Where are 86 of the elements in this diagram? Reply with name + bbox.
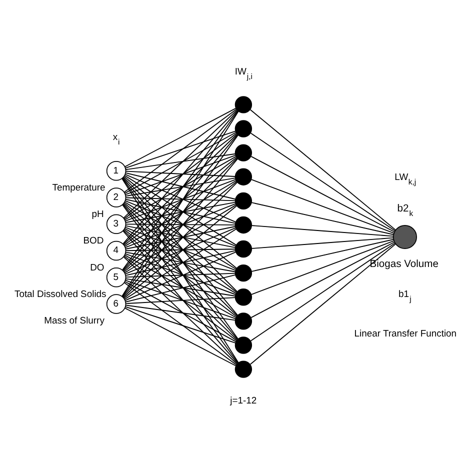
connector [125, 172, 236, 200]
connector [124, 252, 236, 301]
label: LW$_{k,j}$ [394, 172, 416, 187]
node-label: Biogas Volume [370, 259, 438, 270]
connector [250, 156, 395, 232]
node-circle [234, 96, 252, 114]
connector [123, 230, 238, 340]
connector [124, 157, 237, 246]
connector [124, 132, 236, 194]
node-circle: 3 [106, 214, 126, 234]
node-label: DO [90, 262, 104, 274]
connector [250, 242, 396, 342]
connector [252, 237, 394, 249]
node-circle: 4 [106, 240, 126, 261]
connector [123, 158, 238, 272]
connector [124, 308, 236, 366]
connector [251, 238, 394, 272]
label: Linear Transfer Function [354, 328, 457, 340]
connector [122, 134, 238, 271]
connector [124, 253, 236, 295]
node-circle [234, 264, 252, 282]
connector [124, 156, 236, 220]
connector [125, 170, 236, 177]
node-label: Temperature [52, 182, 106, 194]
connector [125, 304, 236, 321]
node-circle: 2 [106, 188, 126, 208]
node-circle [234, 216, 252, 234]
connector [124, 229, 237, 317]
connector [124, 108, 237, 193]
node-label: pH [92, 209, 104, 220]
connector [124, 281, 236, 342]
connector [250, 244, 396, 365]
connector [124, 280, 236, 320]
connector [123, 203, 238, 316]
connector [123, 256, 238, 364]
node-circle [234, 288, 252, 306]
node-circle [234, 120, 252, 138]
connector [250, 109, 396, 230]
connector [124, 306, 236, 344]
node-circle [234, 336, 252, 354]
connector [122, 230, 238, 364]
node-circle [234, 360, 252, 378]
connector [124, 108, 236, 168]
node-circle: 1 [106, 160, 126, 181]
connector [122, 158, 238, 298]
connector [122, 204, 238, 340]
connector [125, 178, 236, 197]
label: b1$_{j}$ [398, 288, 412, 304]
connector [123, 110, 238, 218]
node-circle: 6 [106, 294, 126, 314]
connector [124, 132, 237, 220]
connector [125, 224, 236, 226]
node-circle [234, 168, 252, 186]
label: j=1-12 [230, 396, 257, 407]
connector [125, 278, 236, 296]
connector [250, 242, 395, 318]
connector [124, 130, 236, 169]
connector [252, 225, 394, 237]
connector [251, 240, 394, 295]
node-circle [392, 224, 417, 250]
connector [125, 272, 236, 278]
node-circle: 5 [106, 268, 126, 288]
node-circle [234, 240, 252, 258]
connector [250, 132, 396, 232]
node-circle [234, 192, 252, 210]
node-circle [234, 144, 252, 162]
node-label: BOD [83, 236, 104, 247]
node-label: Total Dissolved Solids [14, 288, 106, 300]
connector [125, 197, 236, 202]
label: IW$_{j,i}$ [234, 66, 252, 81]
connector [251, 202, 394, 236]
label: x$_{i}$ [112, 132, 120, 146]
connector [251, 179, 394, 234]
node-label: b2$_{k}$ [397, 203, 414, 218]
connector [123, 134, 238, 245]
connector [125, 274, 236, 302]
connector [124, 256, 237, 342]
connector [124, 282, 237, 366]
connector [125, 297, 236, 304]
connector [125, 248, 236, 252]
node-circle [234, 312, 252, 330]
connector [124, 154, 236, 196]
connector [124, 254, 236, 318]
node-label: Mass of Slurry [44, 316, 104, 327]
connector [122, 110, 238, 244]
connector [125, 153, 236, 170]
